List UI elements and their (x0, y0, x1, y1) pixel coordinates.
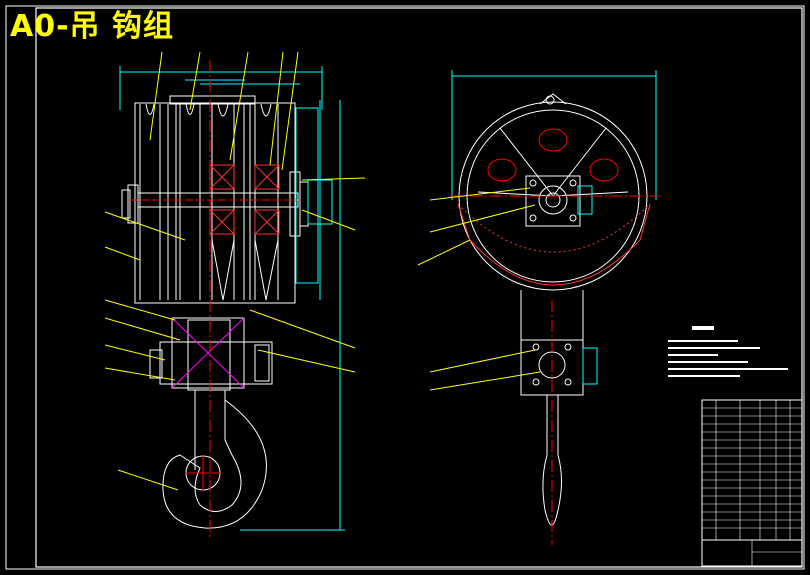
drawing-title: A0-吊 钩组 (10, 9, 174, 44)
sheet-frame (5, 5, 805, 570)
technical-notes (668, 326, 788, 377)
drawing-border (35, 7, 803, 568)
parts-list-table (701, 399, 803, 567)
front-view (104, 51, 366, 540)
side-view (417, 70, 660, 545)
crane-hook-icon (162, 399, 267, 529)
